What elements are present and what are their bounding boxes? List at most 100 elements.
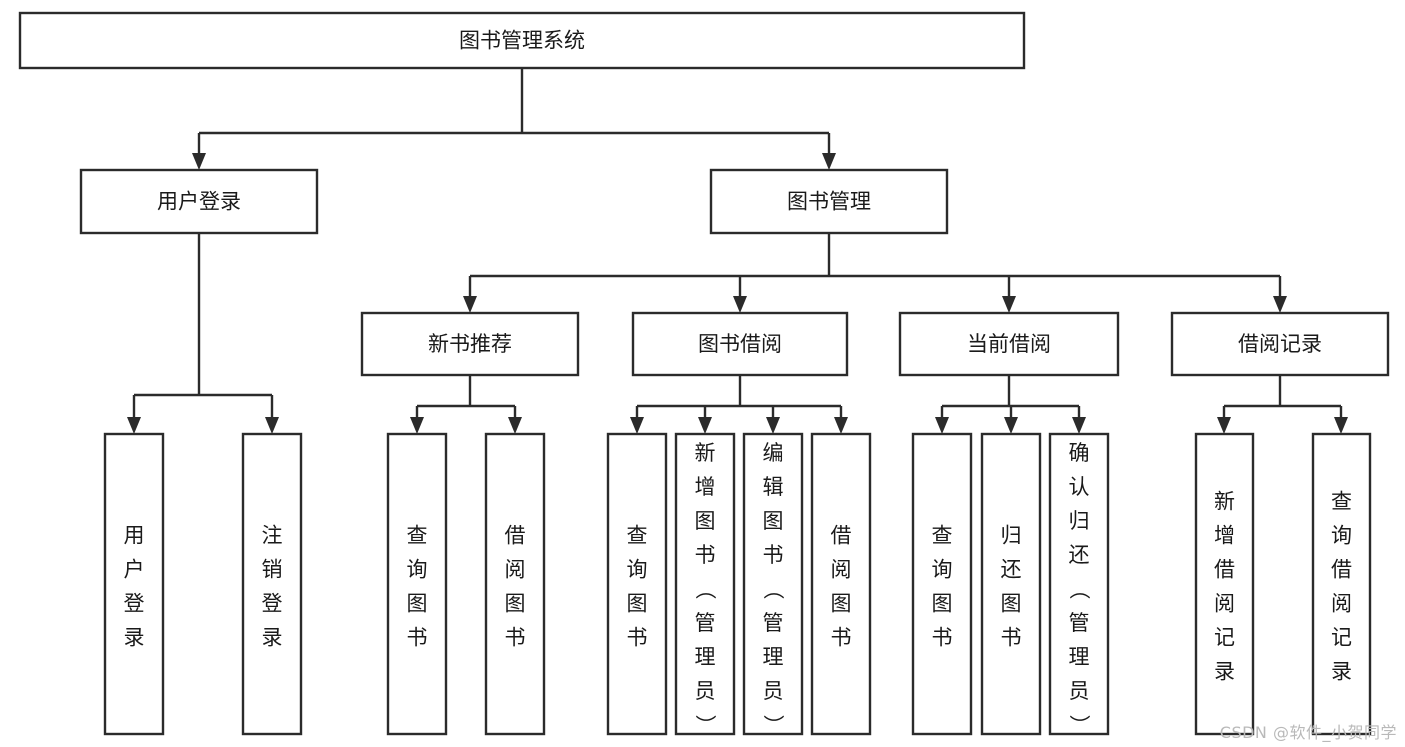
node-book-borrow[interactable]: 图书借阅: [631, 311, 849, 377]
connector-newbookrec-to-leaves: [417, 375, 515, 408]
node-box[interactable]: [18, 11, 1026, 70]
node-label-char: 登: [124, 592, 145, 616]
node-box[interactable]: [911, 432, 973, 736]
arrow-head-icon: [1002, 296, 1016, 313]
node-label-char: 管: [763, 611, 784, 635]
node-label-char: 书: [1001, 626, 1022, 650]
node-label-char: 确: [1069, 441, 1090, 465]
node-leaf-user-login[interactable]: 用户登录: [103, 432, 165, 736]
node-label-char: 记: [1331, 626, 1352, 650]
node-box[interactable]: [1194, 432, 1255, 736]
node-box[interactable]: [241, 432, 303, 736]
node-label: 图书管理: [787, 190, 871, 214]
node-box[interactable]: [709, 168, 949, 235]
node-box[interactable]: [631, 311, 849, 377]
node-box[interactable]: [79, 168, 319, 235]
connector-borrowrecord-to-leaves: [1224, 375, 1341, 408]
node-label-char: （: [1067, 579, 1091, 600]
node-label-char: 书: [505, 626, 526, 650]
node-label-char: 借: [505, 524, 526, 548]
node-user-login[interactable]: 用户登录: [79, 168, 319, 235]
node-label-char: 书: [627, 626, 648, 650]
node-label-char: 认: [1069, 475, 1090, 499]
node-label-char: 书: [932, 626, 953, 650]
node-box[interactable]: [674, 432, 736, 736]
node-box[interactable]: [898, 311, 1120, 377]
node-label-char: 图: [1001, 592, 1022, 616]
node-box[interactable]: [810, 432, 872, 736]
node-label-char: 注: [262, 524, 283, 548]
node-label-char: 还: [1001, 558, 1022, 582]
node-root[interactable]: 图书管理系统: [18, 11, 1026, 70]
node-layer: 图书管理系统用户登录图书管理新书推荐图书借阅当前借阅借阅记录用户登录注销登录查询…: [18, 11, 1390, 736]
connector-bookborrow-to-leaves: [637, 375, 841, 408]
node-label-char: 书: [407, 626, 428, 650]
node-label-char: 录: [1214, 660, 1235, 684]
node-label-char: 还: [1069, 543, 1090, 567]
node-box[interactable]: [386, 432, 448, 736]
node-label-char: （: [761, 579, 785, 600]
node-box[interactable]: [1048, 432, 1110, 736]
node-box[interactable]: [1311, 432, 1372, 736]
node-label-char: 辑: [763, 475, 784, 499]
node-label-char: 图: [407, 592, 428, 616]
node-box[interactable]: [606, 432, 668, 736]
node-label-char: 借: [1331, 558, 1352, 582]
node-current-borrow[interactable]: 当前借阅: [898, 311, 1120, 377]
node-label-char: 理: [1069, 645, 1090, 669]
node-label-char: 借: [1214, 558, 1235, 582]
node-label-char: 询: [932, 558, 953, 582]
node-label-char: 录: [124, 626, 145, 650]
node-label-char: 书: [695, 543, 716, 567]
node-label-char: 员: [763, 679, 784, 703]
node-label: 当前借阅: [967, 332, 1051, 356]
node-new-book-rec[interactable]: 新书推荐: [360, 311, 580, 377]
node-label-char: 登: [262, 592, 283, 616]
node-label-char: ）: [693, 715, 717, 736]
node-book-manage[interactable]: 图书管理: [709, 168, 949, 235]
arrow-head-icon: [127, 417, 141, 434]
node-box[interactable]: [484, 432, 546, 736]
node-label-char: 书: [831, 626, 852, 650]
node-label: 图书借阅: [698, 332, 782, 356]
node-label-char: 员: [695, 679, 716, 703]
arrow-head-icon: [508, 417, 522, 434]
node-box[interactable]: [103, 432, 165, 736]
node-borrow-record[interactable]: 借阅记录: [1170, 311, 1390, 377]
arrow-head-icon: [1273, 296, 1287, 313]
node-box[interactable]: [360, 311, 580, 377]
node-label-char: 归: [1001, 524, 1022, 548]
node-label-char: 管: [1069, 611, 1090, 635]
node-label-char: ）: [761, 715, 785, 736]
node-box[interactable]: [980, 432, 1042, 736]
arrow-head-icon: [698, 417, 712, 434]
arrow-head-icon: [935, 417, 949, 434]
node-label-char: 询: [627, 558, 648, 582]
node-box[interactable]: [1170, 311, 1390, 377]
node-label-char: 查: [407, 524, 428, 548]
csdn-watermark: CSDN @软件_小贺同学: [1219, 723, 1397, 742]
arrow-head-icon: [265, 417, 279, 434]
node-box[interactable]: [742, 432, 804, 736]
node-label-char: （: [693, 579, 717, 600]
node-label: 新书推荐: [428, 332, 512, 356]
